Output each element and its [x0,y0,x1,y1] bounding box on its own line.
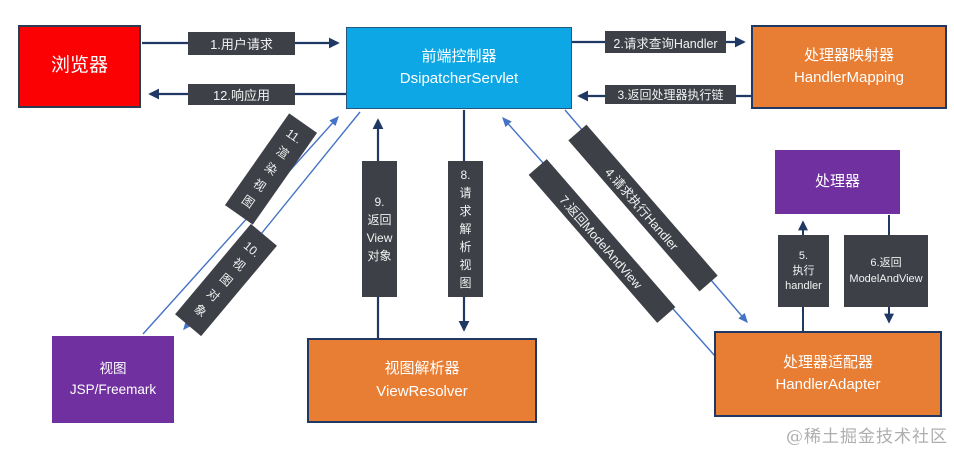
node-view-resolver-subtitle: ViewResolver [376,382,468,400]
node-view-subtitle: JSP/Freemark [69,381,157,397]
node-browser-title: 浏览器 [50,55,108,77]
node-view-title: 视图 [99,361,127,377]
node-handler-mapping-subtitle: HandlerMapping [793,69,905,86]
node-browser: 浏览器 [18,25,141,108]
node-view: 视图 JSP/Freemark [52,336,174,423]
label-step8-request-parse-view: 8. 请 求 解 析 视 图 [448,161,483,297]
watermark-juejin-community: @稀土掘金技术社区 [786,427,948,447]
node-handler-mapping-title: 处理器映射器 [803,46,894,64]
label-step9-return-view-object: 9. 返回 View 对象 [362,161,397,297]
label-step1-user-request: 1.用户请求 [188,32,295,55]
label-step2-query-handler: 2.请求查询Handler [605,31,726,53]
label-step12-response: 12.响应用 [188,84,295,105]
node-view-resolver: 视图解析器 ViewResolver [307,338,537,423]
label-step5-execute-handler: 5. 执行 handler [778,235,829,307]
node-dispatcher-title: 前端控制器 [421,47,497,65]
arrow-step11 [142,115,339,335]
node-dispatcher-servlet: 前端控制器 DsipatcherServlet [346,27,572,109]
node-view-resolver-title: 视图解析器 [384,360,460,377]
label-step6-return-modelandview: 6.返回 ModelAndView [844,235,928,307]
node-handler-adapter-title: 处理器适配器 [782,353,873,371]
label-step3-return-execution-chain: 3.返回处理器执行链 [605,85,736,104]
node-handler-adapter-subtitle: HandlerAdapter [775,376,881,393]
node-handler-mapping: 处理器映射器 HandlerMapping [751,25,947,109]
node-dispatcher-subtitle: DsipatcherServlet [399,70,519,87]
node-handler: 处理器 [775,150,900,214]
node-handler-title: 处理器 [814,172,860,190]
node-handler-adapter: 处理器适配器 HandlerAdapter [714,331,942,417]
